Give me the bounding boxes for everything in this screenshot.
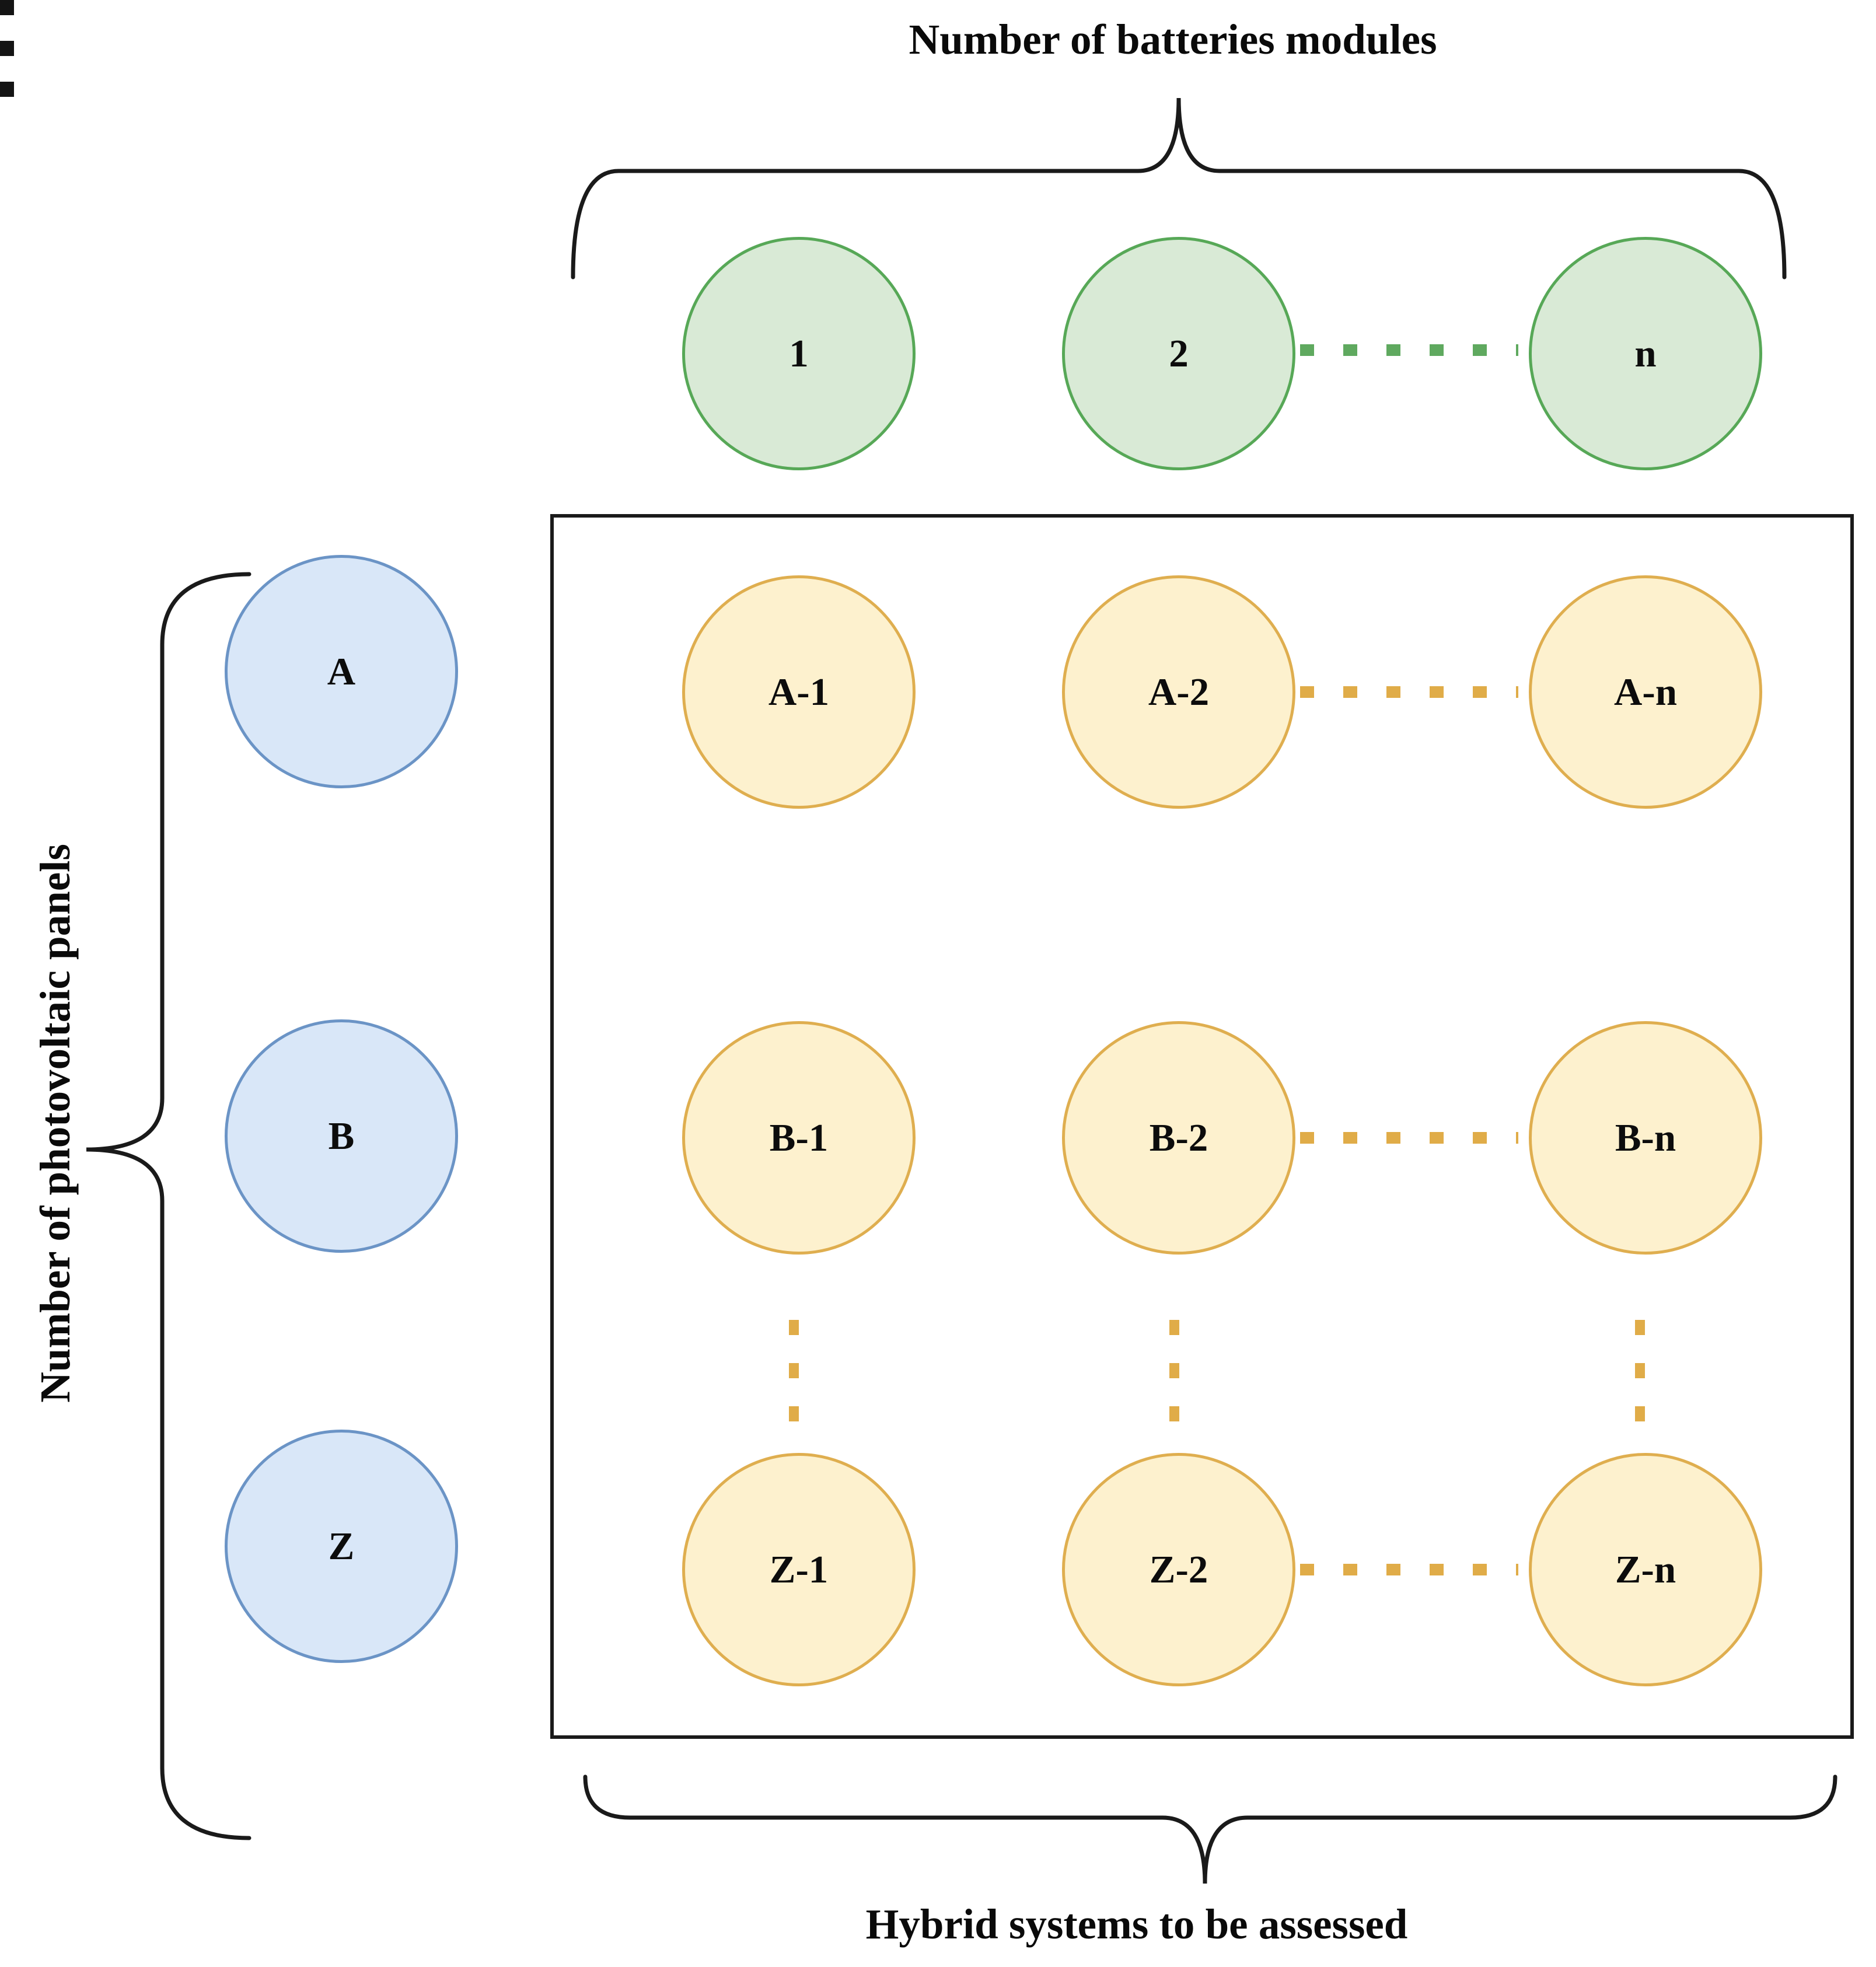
hybrid-systems-label: Hybrid systems to be assessed [865, 1900, 1408, 1948]
battery-module-node-2: 2 [1062, 237, 1295, 470]
hybrid-node-b2: B-2 [1062, 1021, 1295, 1255]
row-b-ellipsis [1300, 1132, 1518, 1144]
hybrid-node-bn: B-n [1529, 1021, 1762, 1255]
pv-panel-node-a: A [225, 555, 458, 788]
hybrid-matrix-frame [550, 514, 1854, 1739]
hybrid-node-a2: A-2 [1062, 575, 1295, 809]
column-n-ellipsis [1635, 1320, 1645, 1426]
pv-column-ellipsis [0, 0, 14, 97]
battery-module-node-1: 1 [682, 237, 916, 470]
hybrid-node-an: A-n [1529, 575, 1762, 809]
top-brace [571, 97, 1787, 279]
row-z-ellipsis [1300, 1564, 1518, 1575]
pv-axis-label: Number of photovoltaic panels [32, 844, 79, 1403]
column-1-ellipsis [789, 1320, 799, 1426]
pv-panel-node-b: B [225, 1019, 458, 1253]
battery-row-ellipsis [1300, 344, 1518, 356]
hybrid-node-z2: Z-2 [1062, 1453, 1295, 1686]
hybrid-node-a1: A-1 [682, 575, 916, 809]
left-brace [86, 572, 251, 1840]
battery-module-node-n: n [1529, 237, 1762, 470]
hybrid-node-zn: Z-n [1529, 1453, 1762, 1686]
bottom-brace [583, 1774, 1837, 1884]
pv-panel-node-z: Z [225, 1430, 458, 1663]
hybrid-node-b1: B-1 [682, 1021, 916, 1255]
column-2-ellipsis [1169, 1320, 1179, 1426]
batteries-axis-label: Number of batteries modules [909, 16, 1437, 63]
hybrid-node-z1: Z-1 [682, 1453, 916, 1686]
row-a-ellipsis [1300, 686, 1518, 698]
